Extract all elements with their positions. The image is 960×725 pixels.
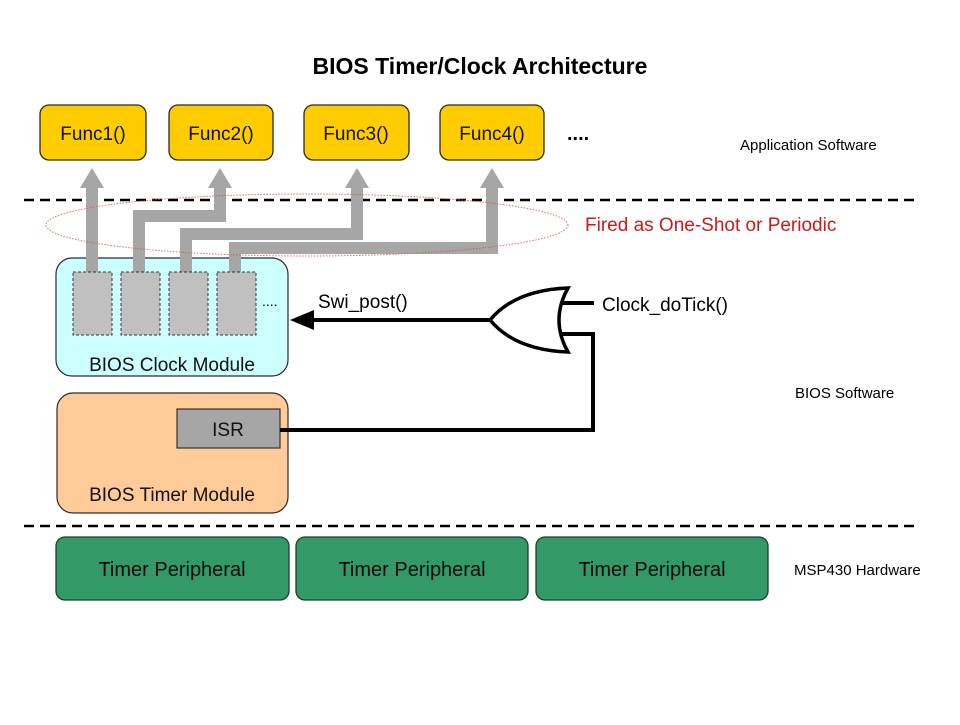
- clock-slot: [168, 271, 209, 336]
- function-label-3: Func3(): [323, 124, 388, 145]
- timer-peripheral-1-shape: [55, 536, 290, 601]
- isr-label: ISR: [212, 420, 244, 441]
- function-label-2: Func2(): [188, 124, 253, 145]
- clock-slot: [120, 271, 161, 336]
- or-gate-shape: [487, 286, 572, 354]
- arrow-up-icon: [345, 168, 369, 188]
- layer-label-application: Application Software: [740, 137, 877, 154]
- arrow-up-icon: [80, 168, 104, 188]
- clock-to-function-connectors: [80, 168, 504, 275]
- timer-peripheral-2-shape: [295, 536, 529, 601]
- clock-slot: [72, 271, 113, 336]
- swi-post-label: Swi_post(): [318, 292, 408, 313]
- timer-module-label: BIOS Timer Module: [89, 485, 255, 506]
- clock-module-label: BIOS Clock Module: [89, 355, 255, 376]
- function-box-4: Func4(): [439, 104, 545, 161]
- function-box-2-shape: [168, 104, 274, 161]
- gate-input-bottom: [560, 332, 595, 430]
- clock-dotick-label: Clock_doTick(): [602, 295, 728, 316]
- clock-slots: [72, 271, 257, 336]
- function-box-1-shape: [39, 104, 147, 161]
- firing-note: Fired as One-Shot or Periodic: [585, 215, 836, 236]
- function-box-1: Func1(): [39, 104, 147, 161]
- layer-label-bios: BIOS Software: [795, 385, 894, 402]
- connector-func3: [180, 186, 363, 275]
- or-gate-icon: [487, 286, 595, 430]
- connector-func4: [229, 186, 498, 275]
- more-functions-ellipsis: ....: [567, 123, 589, 145]
- more-slots-ellipsis: ....: [262, 293, 278, 309]
- arrow-up-icon: [208, 168, 232, 188]
- timer-peripheral-2: Timer Peripheral: [295, 536, 529, 601]
- function-box-3-shape: [303, 104, 410, 161]
- function-box-2: Func2(): [168, 104, 274, 161]
- clock-slot: [216, 271, 257, 336]
- diagram-title: BIOS Timer/Clock Architecture: [313, 53, 648, 79]
- timer-peripheral-1: Timer Peripheral: [55, 536, 290, 601]
- function-box-3: Func3(): [303, 104, 410, 161]
- firing-highlight-ellipse: [45, 193, 569, 257]
- connector-func2: [133, 186, 226, 275]
- timer-peripheral-3: Timer Peripheral: [535, 536, 769, 601]
- timer-peripheral-label: Timer Peripheral: [338, 559, 485, 581]
- timer-peripheral-label: Timer Peripheral: [578, 559, 725, 581]
- timer-peripheral-3-shape: [535, 536, 769, 601]
- layer-label-hardware: MSP430 Hardware: [794, 562, 921, 579]
- arrow-left-icon: [290, 310, 314, 330]
- arrow-up-icon: [480, 168, 504, 188]
- function-label-4: Func4(): [459, 124, 524, 145]
- timer-peripheral-label: Timer Peripheral: [98, 559, 245, 581]
- function-label-1: Func1(): [60, 124, 125, 145]
- function-box-4-shape: [439, 104, 545, 161]
